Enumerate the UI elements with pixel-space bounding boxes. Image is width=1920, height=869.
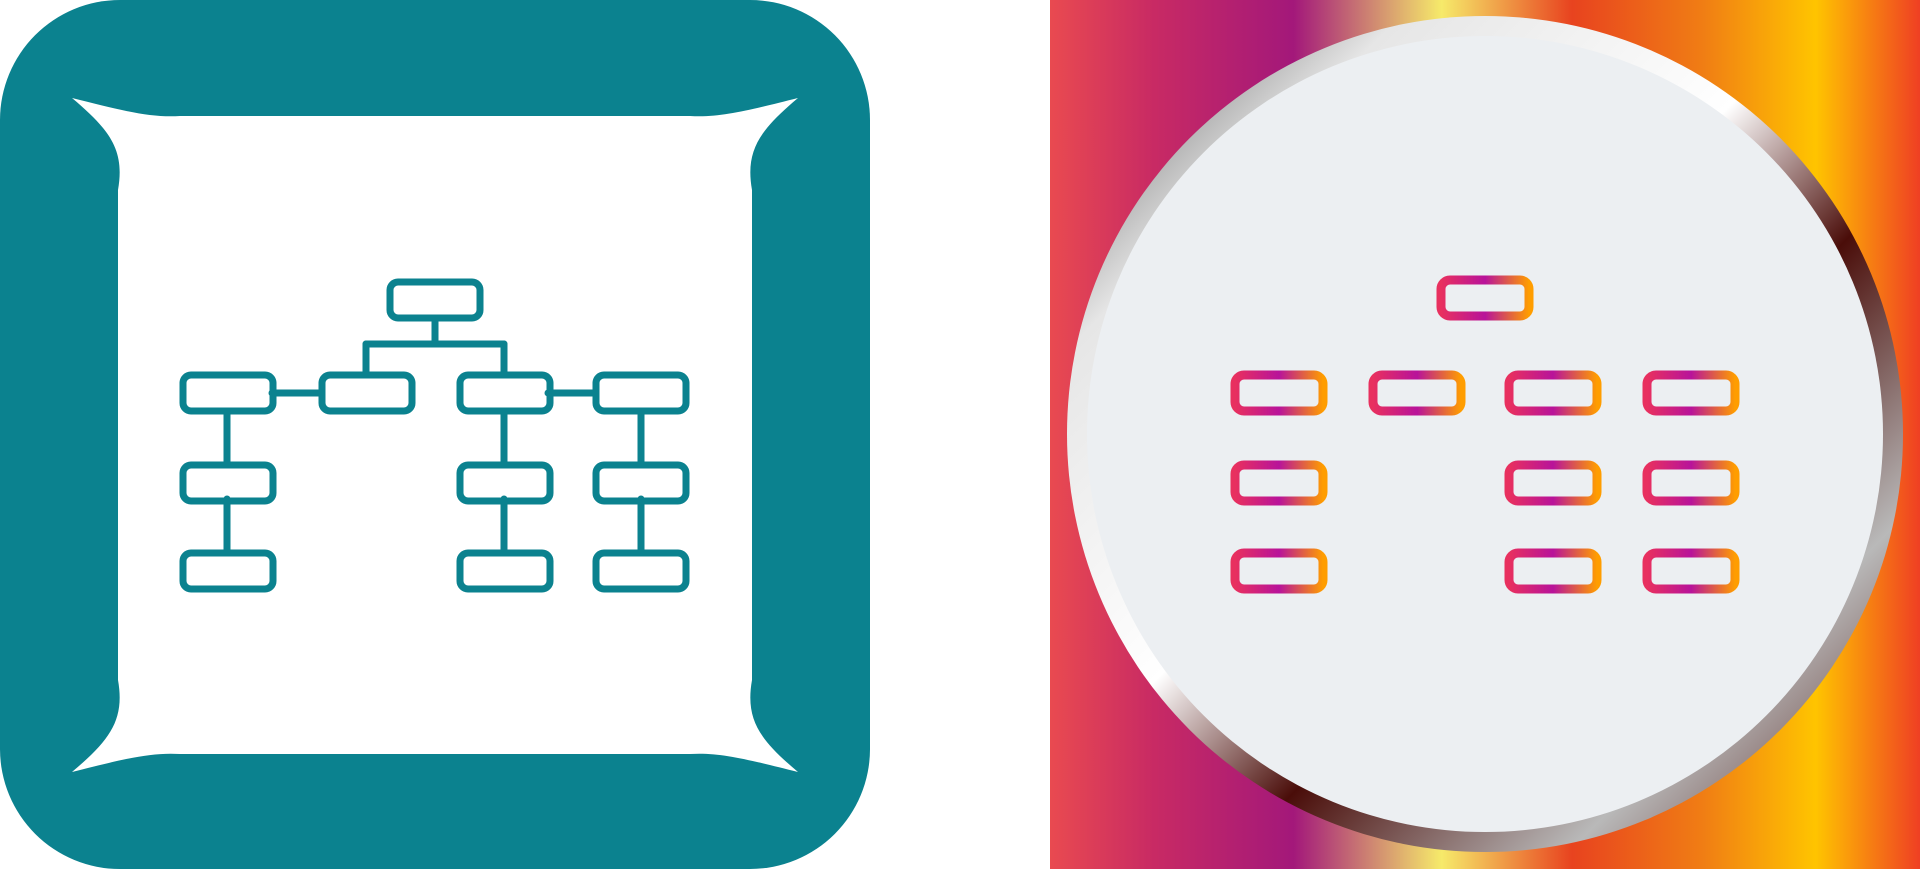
node [1504, 370, 1602, 416]
hierarchy-icon [1050, 0, 1920, 869]
node [1230, 370, 1328, 416]
hierarchy-icon-gradient [1050, 0, 1920, 869]
org-chart [1230, 275, 1740, 594]
node [456, 371, 554, 415]
node [1230, 548, 1328, 594]
node [179, 461, 277, 505]
node [456, 461, 554, 505]
node [1504, 460, 1602, 506]
hierarchy-icon-teal [0, 0, 870, 869]
node [1368, 370, 1466, 416]
node [1642, 460, 1740, 506]
node [1642, 548, 1740, 594]
node [456, 549, 554, 593]
pillow-panel [72, 98, 798, 772]
icon-disc [1087, 36, 1883, 832]
node [592, 371, 690, 415]
node-root [386, 278, 484, 322]
node [1230, 460, 1328, 506]
node [592, 549, 690, 593]
org-chart [179, 278, 690, 593]
node [179, 549, 277, 593]
node [318, 371, 416, 415]
node [1642, 370, 1740, 416]
node [1504, 548, 1602, 594]
node-root [1436, 275, 1534, 321]
node [592, 461, 690, 505]
node [179, 371, 277, 415]
hierarchy-icon [0, 0, 870, 869]
